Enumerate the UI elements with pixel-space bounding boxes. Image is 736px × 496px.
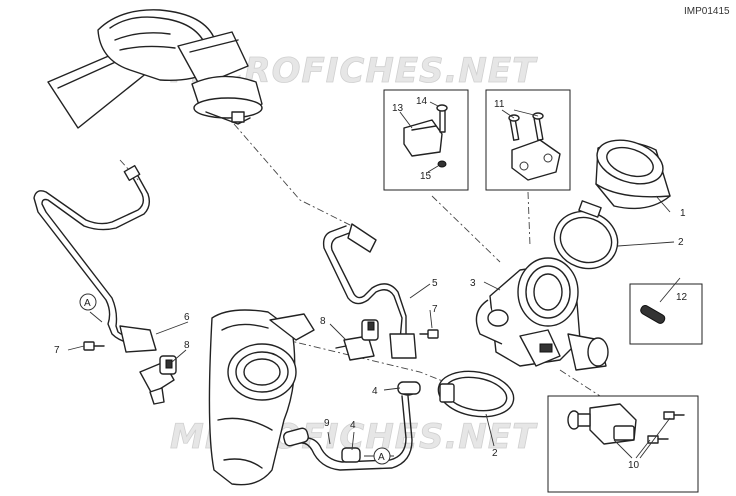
callout-10: 10 — [628, 460, 640, 471]
callout-12: 12 — [676, 292, 688, 303]
detail-box-sensor-11 — [485, 89, 571, 191]
screw-part-7-right — [419, 329, 439, 339]
detail-box-gasket-12 — [629, 283, 703, 345]
centerline-upper-hose — [119, 159, 141, 183]
centerline-box-11 — [527, 191, 531, 247]
callout-8-left: 8 — [184, 340, 190, 351]
connector-a-left-label: A — [84, 298, 91, 309]
connector-a-left: A — [79, 293, 97, 311]
callout-9: 9 — [324, 418, 330, 429]
detail-box-stepper-10 — [547, 395, 699, 493]
centerline-box-13 — [431, 195, 501, 263]
callout-2-upper: 2 — [678, 237, 684, 248]
callout-4-bottom: 4 — [350, 420, 356, 431]
hose-part-6 — [33, 164, 157, 353]
centerline-box-10 — [559, 369, 601, 397]
callout-6: 6 — [184, 312, 190, 323]
hose-part-5 — [322, 223, 417, 359]
centerline-airbox — [233, 123, 357, 229]
fuel-injector-part-8-left — [139, 355, 177, 405]
callout-3: 3 — [470, 278, 476, 289]
connector-a-bottom-label: A — [378, 452, 385, 463]
intake-manifold — [208, 309, 315, 486]
callout-5: 5 — [432, 278, 438, 289]
detail-box-sensor-13 — [383, 89, 469, 191]
clamp-part-2-upper — [553, 200, 619, 270]
callout-4-center: 4 — [372, 386, 378, 397]
connector-a-bottom: A — [373, 447, 391, 465]
callout-2-lower: 2 — [492, 448, 498, 459]
intake-boot-part-1 — [595, 139, 671, 210]
callout-numbers: 1 2 2 3 4 4 5 6 7 7 8 8 9 10 11 12 13 14… — [54, 96, 688, 471]
callout-11: 11 — [494, 99, 505, 110]
callout-7-right: 7 — [432, 304, 438, 315]
intake-airbox-assembly — [47, 9, 263, 129]
diagram-code: IMP01415 — [684, 6, 730, 17]
clamp-part-2-lower — [437, 370, 515, 418]
callout-8-center: 8 — [320, 316, 326, 327]
throttle-body-part-3 — [475, 257, 609, 371]
clamp-part-4 — [397, 381, 421, 395]
callout-13: 13 — [392, 103, 404, 114]
callout-15: 15 — [420, 171, 432, 182]
fuel-injector-part-8-center — [335, 319, 379, 361]
callout-1: 1 — [680, 208, 686, 219]
screw-part-7-left — [83, 341, 105, 351]
callout-14: 14 — [416, 96, 428, 107]
callout-7-left: 7 — [54, 345, 60, 356]
